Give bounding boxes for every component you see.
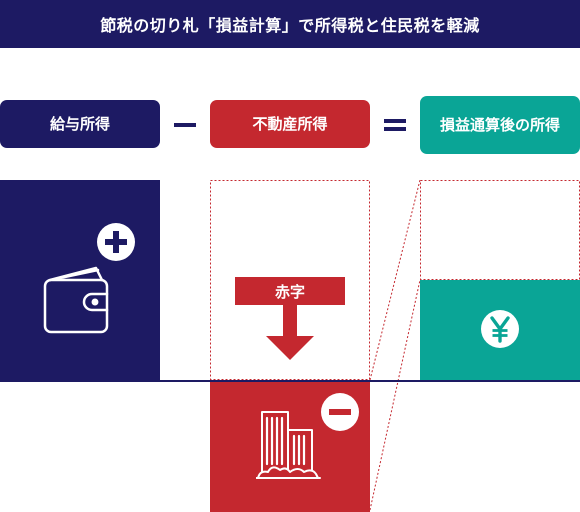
deficit-label: 赤字: [235, 277, 345, 305]
minus-operator: [174, 123, 196, 127]
equals-operator-top: [384, 119, 406, 123]
connector-bottom-line: [369, 279, 421, 511]
minus-circle-icon: [320, 392, 360, 432]
yen-coin-icon: [480, 309, 520, 349]
net-income-dotted-outline: [420, 180, 580, 280]
wallet-icon: [40, 262, 120, 336]
net-income-label: 損益通算後の所得: [420, 96, 580, 154]
zero-baseline: [0, 380, 580, 382]
buildings-icon: [255, 408, 322, 482]
real-estate-income-label: 不動産所得: [210, 100, 370, 148]
equals-operator-bottom: [384, 127, 406, 131]
salary-income-label: 給与所得: [0, 100, 160, 148]
real-estate-dotted-outline: [210, 180, 370, 380]
connector-top-line: [369, 179, 421, 381]
arrow-down-icon: [266, 305, 314, 360]
diagram-title: 節税の切り札「損益計算」で所得税と住民税を軽減: [0, 0, 580, 48]
plus-circle-icon: [96, 222, 136, 262]
